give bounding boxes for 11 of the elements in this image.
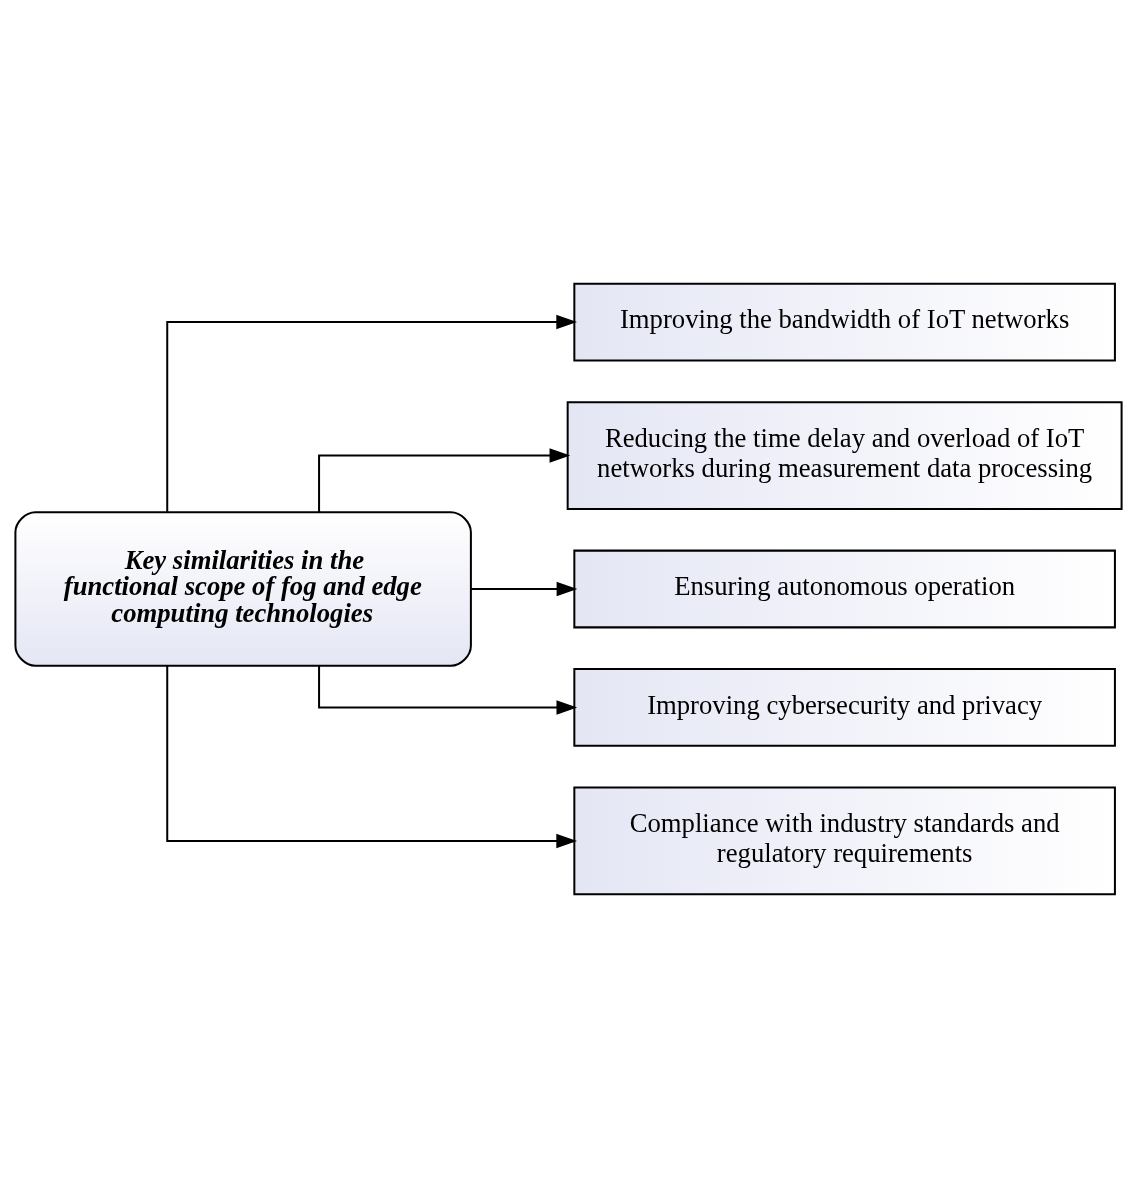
arrow	[318, 664, 578, 715]
node-box: Ensuring autonomous operation	[573, 549, 1116, 628]
arrow	[470, 581, 578, 596]
node-box: Reducing the time delay and overload of IoT networks during measurement data processing	[566, 400, 1123, 510]
node-box: Key similarities in the functional scope of fog and edge computing technologies	[14, 510, 472, 667]
arrow	[166, 664, 577, 848]
node-box: Compliance with industry standards and regulatory requirements	[573, 786, 1116, 895]
arrow	[318, 447, 571, 513]
arrow	[166, 314, 577, 513]
node-box: Improving the bandwidth of IoT networks	[573, 282, 1116, 361]
node-box: Improving cybersecurity and privacy	[573, 667, 1116, 747]
